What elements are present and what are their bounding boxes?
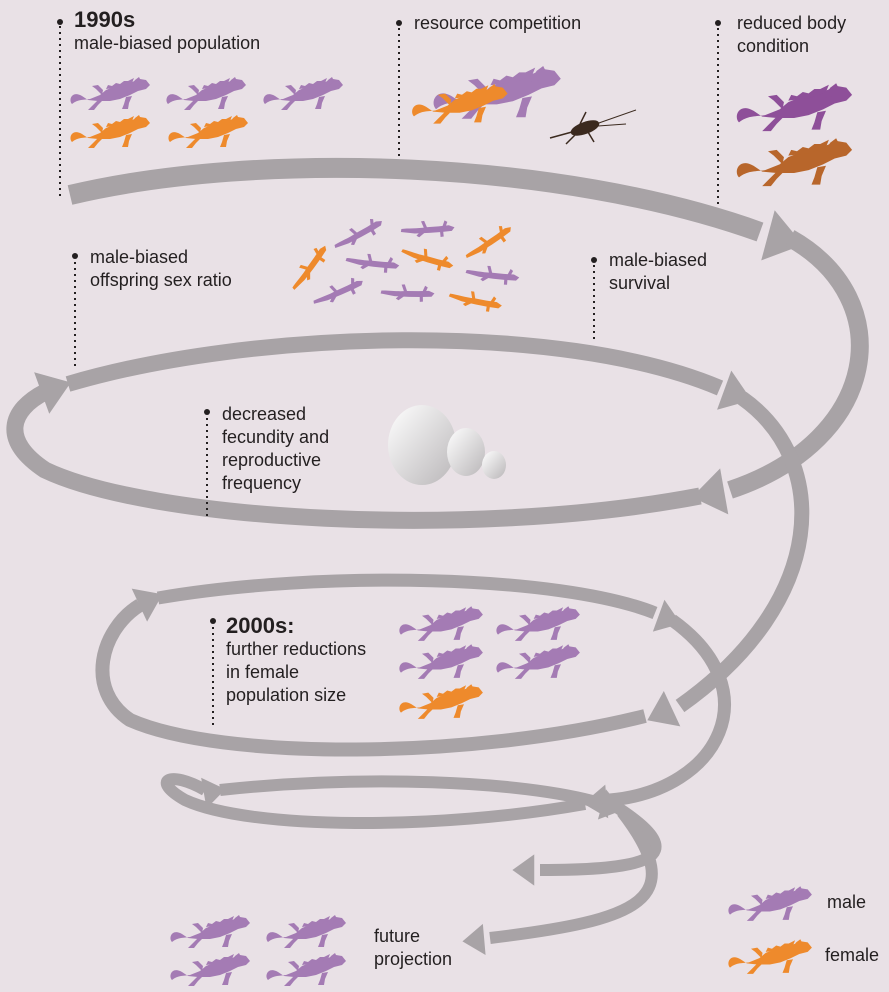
label-2000s: 2000s: further reductions in female popu… <box>226 614 366 707</box>
lizard-icon <box>70 115 150 148</box>
lizard-icon <box>399 684 483 719</box>
lizard-icon <box>728 939 812 974</box>
egg-icons <box>388 405 506 485</box>
legend-female-label: female <box>825 944 879 967</box>
hatchling-icon <box>311 276 366 306</box>
arrowhead-icon <box>461 924 485 957</box>
label-line: offspring sex ratio <box>90 269 232 292</box>
label-line: decreased <box>222 403 329 426</box>
legend-male-label: male <box>827 891 866 914</box>
lizard-icon <box>266 953 346 986</box>
label-line: projection <box>374 948 452 971</box>
spiral-arrow-segment-5 <box>680 398 802 706</box>
hatchling-icon <box>282 242 335 292</box>
label-line: male-biased <box>609 249 707 272</box>
spiral-arrow-segment-4 <box>68 340 720 388</box>
lizard-icon <box>737 138 852 186</box>
lizard-icon <box>266 915 346 948</box>
label-1990s: 1990s male-biased population <box>74 8 260 55</box>
lizard-icon <box>170 953 250 986</box>
lizard-icon <box>728 886 812 921</box>
lizard-icon <box>70 77 150 110</box>
lizard-icon <box>737 83 852 131</box>
label-1990s-heading: 1990s <box>74 8 260 32</box>
hatchling-icon <box>465 255 521 293</box>
lizard-icon <box>496 606 580 641</box>
label-line: in female <box>226 661 366 684</box>
lizard-icon <box>399 606 483 641</box>
hatchling-icon <box>400 235 456 279</box>
hatchling-icon <box>380 275 436 309</box>
label-line: further reductions <box>226 638 366 661</box>
hatchling-icon <box>460 222 516 260</box>
hatchling-icon <box>401 213 456 243</box>
label-line: condition <box>737 35 846 58</box>
egg-icon <box>482 451 506 479</box>
label-resource-competition: resource competition <box>414 12 581 35</box>
label-1990s-line: male-biased population <box>74 32 260 55</box>
lizard-icon <box>168 115 248 148</box>
label-line: survival <box>609 272 707 295</box>
hatchling-icon <box>330 216 386 250</box>
arrowhead-icon <box>512 854 534 885</box>
spiral-arrow-segment-1 <box>70 168 760 232</box>
label-future-projection: future projection <box>374 925 452 971</box>
spiral-arrow-segment-3 <box>15 392 700 520</box>
spiral-arrow-segment-10 <box>220 781 600 803</box>
label-line: reduced body <box>737 12 846 35</box>
label-line: reproductive <box>222 449 329 472</box>
egg-icon <box>388 405 456 485</box>
spiral-arrow-segment-6 <box>102 605 645 750</box>
label-offspring-sex-ratio: male-biased offspring sex ratio <box>90 246 232 292</box>
label-line: frequency <box>222 472 329 495</box>
label-2000s-heading: 2000s: <box>226 614 366 638</box>
cricket-icon <box>550 110 636 144</box>
label-line: fecundity and <box>222 426 329 449</box>
hatchling-icon <box>345 243 401 281</box>
egg-icon <box>447 428 485 476</box>
label-line: population size <box>226 684 366 707</box>
lizard-icon <box>496 644 580 679</box>
label-line: male-biased <box>90 246 232 269</box>
lizard-icon <box>399 644 483 679</box>
arrowhead-icon <box>639 691 680 738</box>
lizard-icon <box>166 77 246 110</box>
label-male-biased-survival: male-biased survival <box>609 249 707 295</box>
label-reduced-body-condition: reduced body condition <box>737 12 846 58</box>
lizard-icon <box>263 77 343 110</box>
label-line: resource competition <box>414 12 581 35</box>
lizard-icon <box>170 915 250 948</box>
bullets <box>57 19 721 624</box>
label-line: future <box>374 925 452 948</box>
label-decreased-fecundity: decreased fecundity and reproductive fre… <box>222 403 329 495</box>
leader-lines <box>60 26 718 728</box>
spiral-arrow-segment-7 <box>158 580 655 613</box>
hatchling-icon <box>448 279 504 320</box>
